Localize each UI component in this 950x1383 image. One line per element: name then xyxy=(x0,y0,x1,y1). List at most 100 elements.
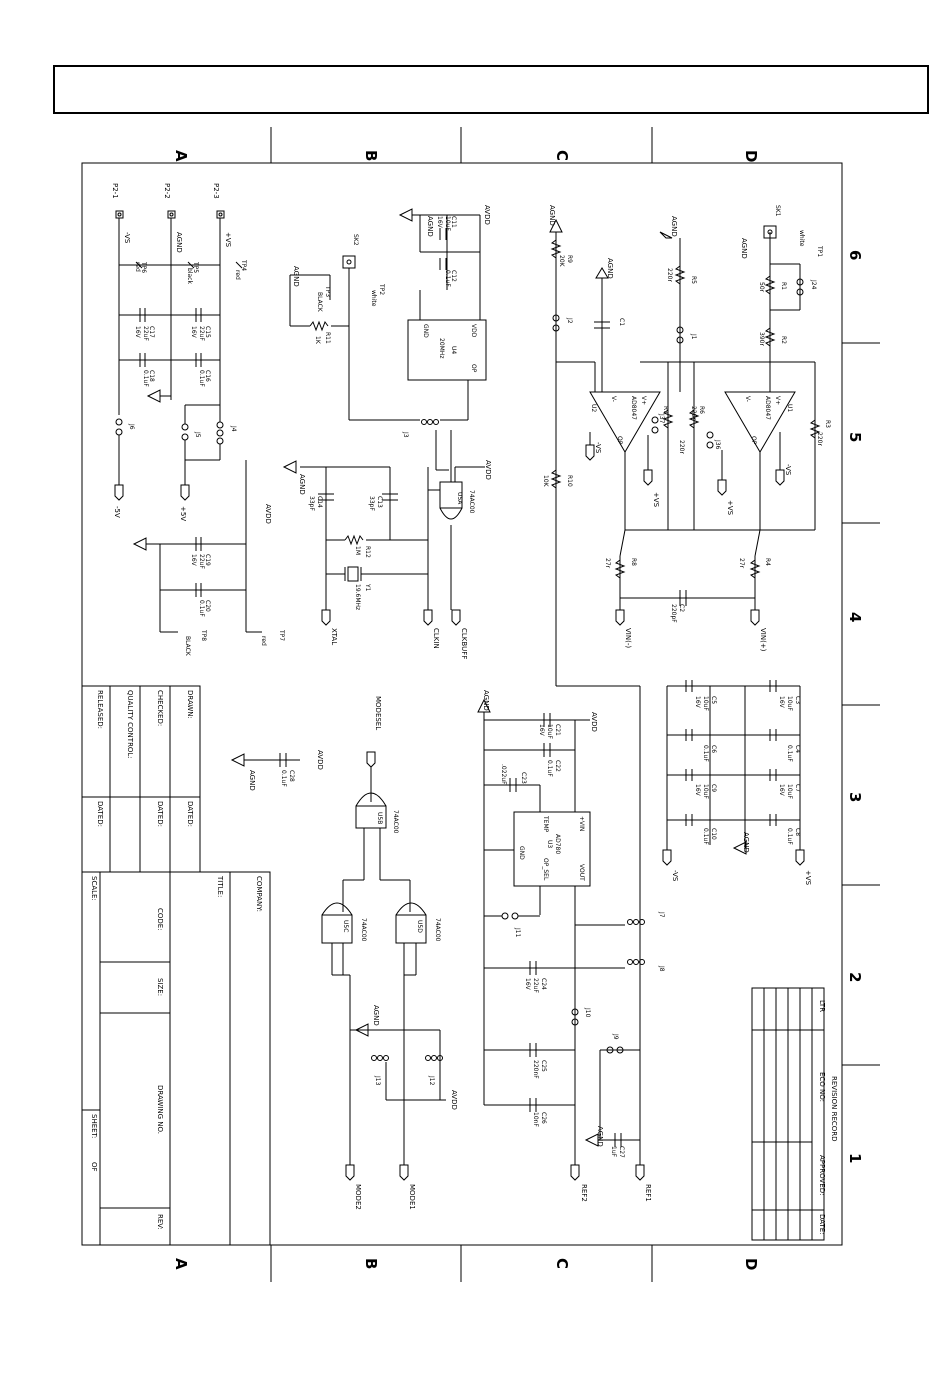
u5a-type: 74AC00 xyxy=(468,490,475,514)
c18-ref: C18 xyxy=(148,370,155,382)
net-agnd-3: AGND xyxy=(292,266,300,287)
c8-value: 0.1uF xyxy=(786,828,793,845)
r7-ref: R7 xyxy=(662,406,669,414)
tb-of: OF xyxy=(90,1162,98,1172)
clock-section xyxy=(282,430,485,626)
net-mode1: MODE1 xyxy=(408,1184,416,1210)
avdd-decoupling xyxy=(132,460,262,633)
u4-gnd: GND xyxy=(422,324,429,338)
tp5-color: black xyxy=(186,268,193,284)
tb-code: CODE: xyxy=(156,908,164,931)
r7-value: 220r xyxy=(678,440,685,454)
net-agnd-13: AGND xyxy=(372,1005,380,1026)
c24-rating: 16V xyxy=(524,978,531,991)
c20-value: 0.1uF xyxy=(198,600,205,617)
zone-col-d-top: D xyxy=(742,150,760,162)
c17-value: 22uF xyxy=(142,326,149,341)
c11-rating: 16V xyxy=(436,216,443,229)
rev-eco: ECO NO: xyxy=(818,1072,826,1102)
net-vin-neg: VIN(-) xyxy=(624,628,632,648)
u3-vout: VOUT xyxy=(578,864,585,881)
rev-approved: APPROVED: xyxy=(818,1155,826,1195)
c6-ref: C6 xyxy=(710,745,717,753)
tb-dated-1: DATED: xyxy=(186,801,194,827)
zone-row-1: 1 xyxy=(846,1153,864,1163)
c19-ref: C19 xyxy=(204,554,211,566)
u5b-ref: U5B xyxy=(376,812,383,824)
c4-ref: C4 xyxy=(794,745,801,753)
r12-ref: R12 xyxy=(364,546,371,558)
r4-ref: R4 xyxy=(764,558,771,566)
r6-ref: R6 xyxy=(698,406,705,414)
zone-row-2: 2 xyxy=(846,972,864,982)
c7-value: 10uF xyxy=(786,784,793,799)
net-xtal: XTAL xyxy=(330,628,338,645)
u4-op: OP xyxy=(470,364,477,373)
opamp-section xyxy=(549,218,821,626)
tp6-label: TP6 xyxy=(140,261,147,273)
j4-label: J4 xyxy=(230,425,237,432)
c5-rating: 16V xyxy=(694,696,701,709)
r2-ref: R2 xyxy=(780,336,787,344)
c20-ref: C20 xyxy=(204,600,211,612)
c5-ref: C5 xyxy=(710,696,717,704)
r8-value: 27r xyxy=(604,558,611,569)
r3-value: 220r xyxy=(816,432,823,446)
c28-ref: C28 xyxy=(288,770,295,782)
c25-ref: C25 xyxy=(540,1060,547,1072)
zone-col-c-bottom: C xyxy=(553,1258,571,1269)
c21-rating: 16V xyxy=(538,724,545,737)
tp2-label: TP2 xyxy=(378,283,385,295)
r10-ref: R10 xyxy=(566,475,573,487)
c6-value: 0.1uF xyxy=(702,745,709,762)
net-avdd-6: AVDD xyxy=(450,1090,458,1110)
r9-ref: R9 xyxy=(566,255,573,263)
u3-type: AD780 xyxy=(554,834,561,854)
r11-ref: R11 xyxy=(324,332,331,344)
p2-1-label: P2-1 xyxy=(111,183,119,199)
zone-col-a-top: A xyxy=(172,150,190,162)
c4-value: 0.1uF xyxy=(786,745,793,762)
j7-label: J7 xyxy=(658,911,665,918)
p2-2-label: P2-2 xyxy=(163,183,171,199)
zone-col-b-top: B xyxy=(362,150,380,161)
u2-vm: V- xyxy=(610,396,617,402)
u4-vdd: VDD xyxy=(470,324,477,338)
c15-value: 22uF xyxy=(198,326,205,341)
c16-value: 0.1uF xyxy=(198,370,205,387)
u2-type: AD8047 xyxy=(630,396,637,420)
net-vin-pos: VIN(+) xyxy=(759,628,767,652)
r5-value: 220r xyxy=(666,268,673,282)
tp8-label: TP8 xyxy=(200,629,207,641)
tb-drawn: DRAWN: xyxy=(186,690,194,719)
c27-value: 1uF xyxy=(610,1146,617,1158)
c15-rating: 16V xyxy=(190,326,197,339)
zone-row-3: 3 xyxy=(846,792,864,802)
c18-value: 0.1uF xyxy=(142,370,149,387)
c14-ref: C14 xyxy=(316,496,323,508)
j37-label: J37 xyxy=(658,413,665,424)
u3-opsel: OP_SEL xyxy=(542,858,549,881)
c22-ref: C22 xyxy=(554,760,561,772)
u4-osc: 20MHz xyxy=(438,338,445,358)
r12-value: 1M xyxy=(354,546,361,555)
opamp-decoupling xyxy=(662,680,805,866)
power-input-section xyxy=(114,210,243,501)
net-ref2: REF2 xyxy=(580,1184,588,1202)
c12-ref: C12 xyxy=(450,270,457,282)
tp2-color: white xyxy=(370,290,377,307)
tb-released: RELEASED: xyxy=(96,690,104,729)
reference-section xyxy=(477,610,645,1181)
net-avdd-3: AVDD xyxy=(484,460,492,480)
c12-value: 0.1uF xyxy=(444,270,451,287)
c9-rating: 16V xyxy=(694,784,701,797)
c7-rating: 16V xyxy=(778,784,785,797)
tb-drawing-no: DRAWING NO. xyxy=(156,1085,164,1134)
net-agnd-9: AGND xyxy=(742,832,750,853)
c14-value: 33pF xyxy=(308,496,315,511)
u2-op: OP xyxy=(616,436,623,445)
c16-ref: C16 xyxy=(204,370,211,382)
u5d-ref: U5D xyxy=(416,920,423,933)
c23-ref: C23 xyxy=(520,772,527,784)
c28-value: 0.1uF xyxy=(280,770,287,787)
